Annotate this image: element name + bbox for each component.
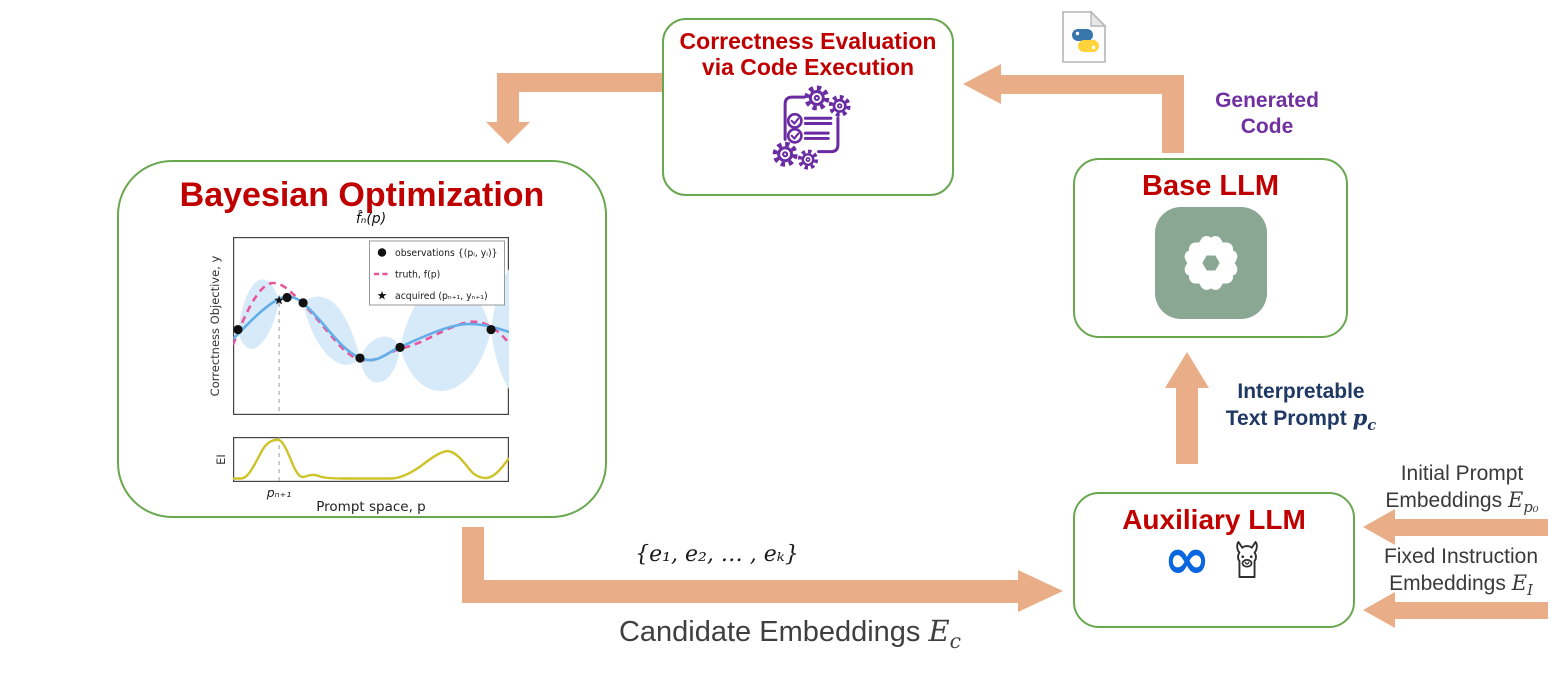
arrow-auxiliary-to-base-head	[1165, 352, 1209, 388]
arrow-fixed-instruction-head	[1363, 592, 1395, 628]
bayesian-title: Bayesian Optimization	[179, 176, 545, 214]
legend-observation-marker	[377, 248, 387, 257]
llama-icon	[1236, 541, 1259, 579]
correctness-evaluation-box: Correctness Evaluation via Code Executio…	[662, 18, 954, 196]
interpretable-prompt-label: Interpretable Text Prompt pc	[1203, 379, 1399, 436]
correctness-title-line1: Correctness Evaluation	[679, 28, 937, 54]
base-llm-box: Base LLM	[1073, 158, 1348, 338]
arrow-bayesian-to-auxiliary-head	[1018, 570, 1063, 612]
candidate-set-label: {e₁, e₂, … , eₖ}	[635, 542, 799, 567]
arrow-initial-prompt-head	[1363, 509, 1395, 545]
candidate-embeddings-label: Candidate Embeddings Ec	[618, 614, 962, 653]
base-llm-title: Base LLM	[1142, 170, 1279, 202]
correctness-title-line2: via Code Execution	[701, 54, 915, 81]
generated-code-line2: Code	[1240, 115, 1294, 139]
interpretable-line2: Text Prompt pc	[1225, 405, 1377, 435]
ei-acquisition-plot	[233, 437, 509, 482]
plot-legend: ★ observations {(pᵢ, yᵢ)} truth, f(p) ac…	[369, 240, 505, 306]
legend-entry-observations: observations {(pᵢ, yᵢ)}	[395, 248, 498, 259]
arrow-fixed-instruction-bar	[1395, 602, 1548, 619]
plot-title: f̂ₙ(p)	[355, 211, 387, 227]
ei-curve	[233, 438, 509, 480]
acquired-x-annotation: pₙ₊₁	[266, 485, 292, 500]
checklist-gears-icon	[764, 83, 852, 170]
auxiliary-llm-box: Auxiliary LLM ∞	[1073, 492, 1355, 628]
arrow-base-to-correctness-vbar	[1162, 75, 1184, 153]
interpretable-line1: Interpretable	[1237, 380, 1365, 403]
svg-text:★: ★	[273, 294, 285, 309]
arrow-correctness-to-bayesian-vbar	[497, 73, 519, 122]
arrow-auxiliary-to-base-vbar	[1176, 388, 1198, 464]
fixed-instruction-embeddings-label: Fixed Instruction Embeddings EI	[1383, 545, 1539, 600]
python-file-icon	[1062, 10, 1107, 63]
arrow-base-to-correctness-head	[963, 64, 1001, 104]
legend-acquired-marker: ★	[377, 289, 388, 303]
ei-ylabel: EI	[214, 454, 228, 465]
openai-logo	[1154, 207, 1267, 320]
arrow-base-to-correctness-hbar	[1001, 75, 1184, 94]
gp-posterior-plot: ★ observations {(pᵢ, yᵢ)} truth, f(p) ac…	[233, 237, 509, 415]
generated-code-line1: Generated	[1215, 89, 1319, 112]
legend-entry-acquired: acquired (pₙ₊₁, yₙ₊₁)	[395, 291, 488, 302]
initial-prompt-embeddings-label: Initial Prompt Embeddings Ep₀	[1385, 462, 1539, 517]
legend-entry-truth: truth, f(p)	[395, 270, 440, 281]
arrow-correctness-to-bayesian-hbar	[497, 73, 662, 92]
meta-logo: ∞	[1163, 527, 1211, 593]
observation-points: ★	[233, 292, 496, 363]
arrow-correctness-to-bayesian-head	[486, 122, 530, 144]
plot-xlabel: Prompt space, p	[316, 499, 426, 515]
auxiliary-llm-title: Auxiliary LLM	[1122, 504, 1306, 535]
main-plot-ylabel: Correctness Objective, y	[208, 255, 222, 397]
arrow-initial-prompt-bar	[1395, 519, 1548, 536]
arrow-bayesian-to-auxiliary-hbar	[462, 580, 1018, 603]
generated-code-label: Generated Code	[1192, 88, 1342, 141]
